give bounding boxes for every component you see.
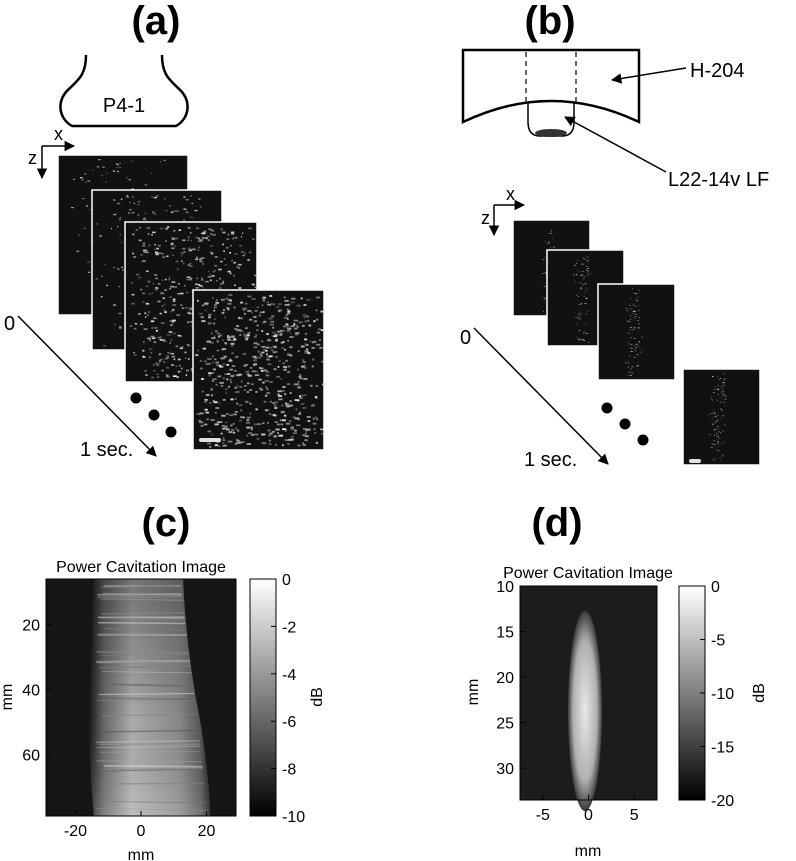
colorbar-tick-c: -6 [282, 714, 296, 731]
probe-label-p4-1: P4-1 [103, 95, 145, 117]
ytick-label-d: 10 [496, 579, 514, 596]
ylabel-d: mm [465, 679, 482, 706]
time-start-b: 0 [460, 327, 471, 349]
xtick-label-d: 0 [584, 807, 593, 824]
ytick-label-c: 20 [22, 617, 40, 634]
ytick-label-c: 60 [22, 747, 40, 764]
frame-b-4 [682, 368, 761, 466]
time-arrow-a: 0 1 sec. [4, 313, 157, 461]
time-start-a: 0 [4, 313, 15, 335]
panel-a: (a) P4-1 x z 0 1 sec. [4, 0, 326, 461]
axes-d: -5 0 5 10 15 20 25 30 [496, 579, 639, 824]
xtick-label-d: -5 [536, 807, 550, 824]
plot-title-d: Power Cavitation Image [503, 565, 673, 582]
colorbar-tick-c: -10 [282, 809, 305, 826]
panel-b-letter: (b) [524, 0, 575, 43]
colorbar-tick-d: 0 [711, 579, 720, 596]
xlabel-c: mm [128, 847, 155, 861]
colorbar-c: 0 -2 -4 -6 -8 -10 dB [249, 572, 326, 826]
ylabel-c: mm [0, 684, 16, 711]
panel-c-letter: (c) [142, 501, 191, 545]
ytick-label-d: 20 [496, 670, 514, 687]
p4-1-probe-outline [59, 54, 189, 128]
frame-a-4 [192, 289, 326, 451]
axis-z-label-b: z [481, 208, 490, 228]
h-204-transducer-outline [461, 48, 641, 124]
cavitation-image-d [519, 585, 658, 811]
frame-stack-a [57, 154, 326, 451]
time-arrow-b: 0 1 sec. [460, 327, 609, 471]
panel-b: (b) H-204 L22-14v LF x z 0 1 sec. [460, 0, 769, 471]
ellipsis-dots-b [601, 402, 649, 446]
cavitation-image-c [45, 578, 237, 817]
frame-b-3 [597, 283, 676, 381]
ytick-label-d: 15 [496, 625, 514, 642]
probe-label-l22: L22-14v LF [668, 169, 769, 191]
ytick-label-d: 25 [496, 716, 514, 733]
colorbar-label-c: dB [309, 687, 326, 707]
colorbar-label-d: dB [751, 683, 768, 703]
time-end-b: 1 sec. [524, 449, 577, 471]
ytick-label-d: 30 [496, 761, 514, 778]
colorbar-tick-d: -15 [711, 740, 734, 757]
xtick-label-c: 20 [198, 823, 216, 840]
colorbar-tick-c: -2 [282, 619, 296, 636]
ytick-label-c: 40 [22, 682, 40, 699]
colorbar-tick-d: -5 [711, 633, 725, 650]
ellipsis-dots-a [130, 392, 177, 438]
axis-x-label-a: x [54, 124, 63, 144]
frame-stack-b [512, 219, 761, 466]
colorbar-tick-c: -4 [282, 667, 296, 684]
axes-c: -20 0 20 20 40 60 [22, 617, 215, 840]
xtick-label-c: -20 [64, 823, 87, 840]
axis-x-label-b: x [506, 184, 515, 204]
colorbar-tick-d: -20 [711, 793, 734, 810]
colorbar-tick-c: -8 [282, 762, 296, 779]
axis-z-label-a: z [28, 148, 37, 168]
colorbar-tick-c: 0 [282, 572, 291, 589]
axis-indicator-a: x z [28, 124, 76, 180]
time-end-a: 1 sec. [80, 439, 133, 461]
axis-indicator-b: x z [481, 184, 526, 237]
transducer-label-h-204: H-204 [690, 60, 744, 82]
panel-d: (d) Power Cavitation Image -5 0 5 10 15 20 25 3… [465, 501, 768, 860]
xlabel-d: mm [575, 843, 602, 860]
colorbar-d: 0 -5 -10 -15 -20 dB [678, 579, 768, 810]
panel-a-letter: (a) [132, 0, 181, 43]
xtick-label-d: 5 [630, 807, 639, 824]
colorbar-tick-d: -10 [711, 686, 734, 703]
xtick-label-c: 0 [137, 823, 146, 840]
plot-title-c: Power Cavitation Image [56, 559, 226, 576]
panel-d-letter: (d) [531, 501, 582, 545]
